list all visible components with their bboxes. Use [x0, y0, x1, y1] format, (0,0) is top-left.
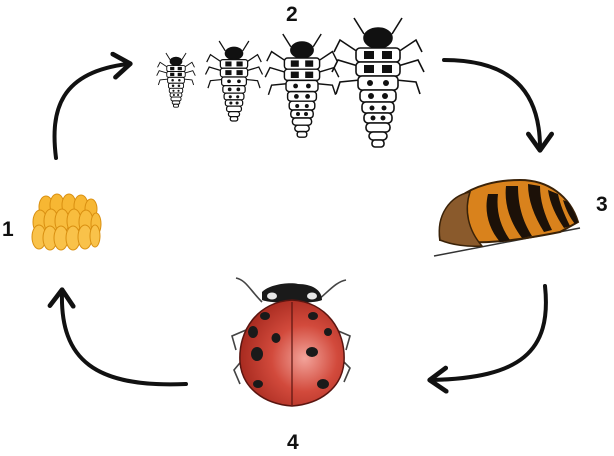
stage-number-3: 3 [596, 194, 608, 215]
arrow-adult-to-eggs [62, 292, 186, 384]
larva-small [157, 53, 196, 107]
larva-icon [157, 18, 424, 147]
arrow-eggs-to-larva [55, 64, 128, 158]
stage-number-2: 2 [286, 4, 298, 25]
larva-largest [332, 18, 424, 147]
pupa-icon [434, 180, 580, 256]
eggs-icon [32, 194, 101, 250]
arrow-larva-to-pupa [444, 60, 540, 148]
arrow-pupa-to-adult [432, 286, 546, 380]
stage-number-4: 4 [287, 432, 299, 453]
larva-medium [205, 41, 262, 121]
larva-large [265, 34, 339, 137]
ladybug-icon [232, 278, 350, 406]
stage-number-1: 1 [2, 219, 14, 240]
